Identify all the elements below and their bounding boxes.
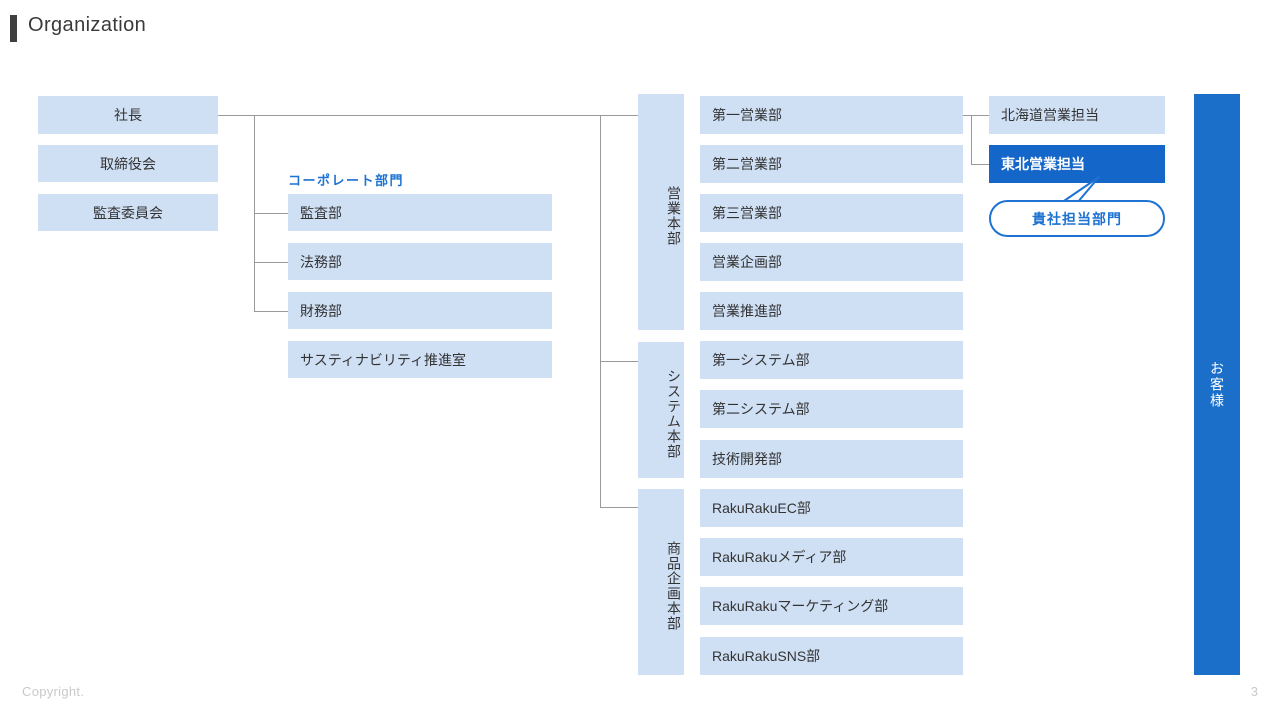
footer-page-number: 3 [1250, 684, 1258, 699]
dept-box-rakuraku-media-label: RakuRakuメディア部 [712, 549, 847, 565]
connector-division-sales [600, 115, 638, 116]
division-bar-product-planning-label: 商品企画本部 [666, 541, 682, 631]
dept-box-sales-3[interactable]: 第三営業部 [700, 194, 963, 232]
connector-division-product [600, 507, 638, 508]
connector-regional-vertical [971, 115, 972, 164]
dept-box-rakuraku-sns[interactable]: RakuRakuSNS部 [700, 637, 963, 675]
customer-bar[interactable]: お客様 [1194, 94, 1240, 675]
exec-box-board[interactable]: 取締役会 [38, 145, 218, 182]
callout-bubble[interactable]: 貴社担当部門 [989, 200, 1165, 237]
dept-box-system-1[interactable]: 第一システム部 [700, 341, 963, 379]
dept-box-system-2-label: 第二システム部 [712, 401, 810, 417]
dept-box-sales-planning-label: 営業企画部 [712, 254, 782, 270]
dept-box-sales-1-label: 第一営業部 [712, 107, 782, 123]
corporate-box-audit-label: 監査部 [300, 204, 342, 221]
dept-box-rakuraku-media[interactable]: RakuRakuメディア部 [700, 538, 963, 576]
regional-box-hokkaido[interactable]: 北海道営業担当 [989, 96, 1165, 134]
connector-president-horizontal [218, 115, 600, 116]
page-title: Organization [28, 14, 147, 36]
corporate-box-sustainability[interactable]: サスティナビリティ推進室 [288, 341, 552, 378]
dept-box-rakuraku-marketing[interactable]: RakuRakuマーケティング部 [700, 587, 963, 625]
dept-box-system-1-label: 第一システム部 [712, 352, 810, 368]
corporate-box-legal[interactable]: 法務部 [288, 243, 552, 280]
exec-box-president-label: 社長 [114, 107, 142, 123]
footer-copyright: Copyright. [22, 684, 85, 699]
exec-box-audit-committee[interactable]: 監査委員会 [38, 194, 218, 231]
regional-box-hokkaido-label: 北海道営業担当 [1001, 107, 1099, 123]
dept-box-rakuraku-ec-label: RakuRakuEC部 [712, 500, 811, 516]
division-bar-system[interactable]: システム本部 [638, 342, 684, 478]
division-bar-sales[interactable]: 営業本部 [638, 94, 684, 330]
dept-box-sales-promotion-label: 営業推進部 [712, 303, 782, 319]
dept-box-sales-2-label: 第二営業部 [712, 156, 782, 172]
connector-corporate-legal [254, 262, 288, 263]
dept-box-rakuraku-ec[interactable]: RakuRakuEC部 [700, 489, 963, 527]
corporate-box-audit[interactable]: 監査部 [288, 194, 552, 231]
dept-box-system-2[interactable]: 第二システム部 [700, 390, 963, 428]
dept-box-sales-promotion[interactable]: 営業推進部 [700, 292, 963, 330]
connector-corporate-audit [254, 213, 288, 214]
corporate-box-legal-label: 法務部 [300, 253, 342, 270]
title-accent-bar [10, 15, 17, 42]
connector-corporate-finance [254, 311, 288, 312]
exec-box-audit-committee-label: 監査委員会 [93, 204, 163, 221]
connector-division-trunk [600, 115, 601, 507]
exec-box-president[interactable]: 社長 [38, 96, 218, 134]
dept-box-sales-planning[interactable]: 営業企画部 [700, 243, 963, 281]
connector-sales1-out [963, 115, 989, 116]
customer-bar-label: お客様 [1209, 360, 1225, 409]
connector-regional-tohoku [971, 164, 989, 165]
dept-box-tech-development-label: 技術開発部 [712, 451, 782, 467]
dept-box-rakuraku-sns-label: RakuRakuSNS部 [712, 648, 821, 664]
division-bar-product-planning[interactable]: 商品企画本部 [638, 489, 684, 675]
regional-box-tohoku-label: 東北営業担当 [1001, 156, 1085, 172]
division-bar-system-label: システム本部 [666, 369, 682, 459]
corporate-section-label: コーポレート部門 [288, 173, 405, 188]
exec-box-board-label: 取締役会 [100, 155, 156, 172]
dept-box-tech-development[interactable]: 技術開発部 [700, 440, 963, 478]
corporate-box-sustainability-label: サスティナビリティ推進室 [300, 351, 467, 368]
division-bar-sales-label: 営業本部 [666, 186, 682, 246]
callout-bubble-label: 貴社担当部門 [1032, 210, 1122, 227]
corporate-box-finance[interactable]: 財務部 [288, 292, 552, 329]
regional-box-tohoku-highlighted[interactable]: 東北営業担当 [989, 145, 1165, 183]
dept-box-rakuraku-marketing-label: RakuRakuマーケティング部 [712, 598, 889, 614]
slide-header: Organization [0, 0, 1280, 56]
corporate-box-finance-label: 財務部 [300, 302, 342, 319]
dept-box-sales-1[interactable]: 第一営業部 [700, 96, 963, 134]
connector-division-system [600, 361, 638, 362]
dept-box-sales-3-label: 第三営業部 [712, 205, 782, 221]
dept-box-sales-2[interactable]: 第二営業部 [700, 145, 963, 183]
